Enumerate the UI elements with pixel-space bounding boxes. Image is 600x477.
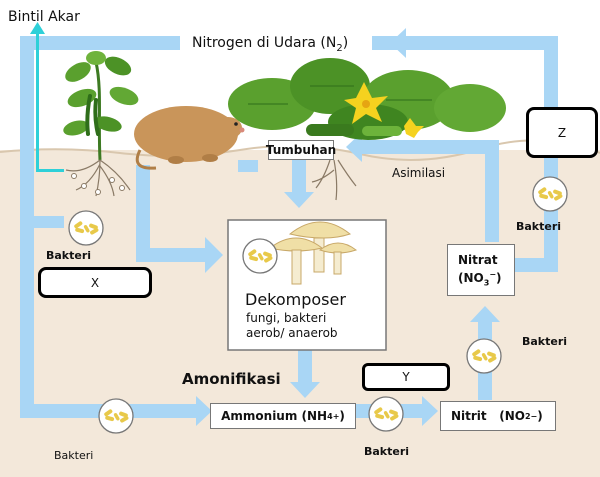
ammonium-close: ) <box>339 409 345 423</box>
nitrat-subscript: 3 <box>483 278 490 288</box>
mole-illustration <box>134 106 245 170</box>
nitrogen-air-label: Nitrogen di Udara (N2) <box>186 35 355 54</box>
nitrit-text: Nitrit <box>451 409 487 423</box>
root-nodule-arrow <box>30 22 64 172</box>
nitrat-close: ) <box>496 270 502 285</box>
nitrogen-air-text: Nitrogen di Udara (N <box>192 35 337 51</box>
nitrat-formula: (NO <box>458 270 484 285</box>
nitrit-close: ) <box>537 409 543 423</box>
answer-box-x[interactable]: X <box>38 267 152 298</box>
amonifikasi-label: Amonifikasi <box>182 370 281 388</box>
bacteria-circle-bottom-left <box>98 398 134 434</box>
bacteria-circle-nitrit <box>466 338 502 374</box>
answer-box-z[interactable]: Z <box>526 107 598 158</box>
nitrat-box: Nitrat (NO3−) <box>447 244 515 296</box>
nitrat-formula-line: (NO3−) <box>458 270 502 287</box>
nitrogen-close: ) <box>342 35 349 51</box>
dekomposer-title: Dekomposer <box>245 290 346 309</box>
bakteri-label-left: Bakteri <box>46 249 92 262</box>
bintil-akar-label: Bintil Akar <box>8 9 80 25</box>
bacteria-circle-decomposer <box>242 238 278 274</box>
nitrat-text: Nitrat <box>458 252 498 267</box>
bean-plant-illustration <box>63 51 139 197</box>
nitrit-formula: (NO <box>499 409 525 423</box>
dekomposer-line1: fungi, bakteri <box>246 311 327 325</box>
bakteri-label-bottom-left: Bakteri <box>54 449 94 462</box>
bacteria-circle-bottom-middle <box>368 396 404 432</box>
nitrit-superscript: − <box>530 411 538 421</box>
ammonium-text: Ammonium (NH <box>221 409 328 423</box>
asimilasi-label: Asimilasi <box>392 166 446 180</box>
ammonium-superscript: + <box>332 411 340 421</box>
ammonium-subscript: 4 <box>327 411 333 421</box>
bakteri-label-right: Bakteri <box>516 220 562 233</box>
nitrat-superscript: − <box>489 269 497 279</box>
bacteria-circle-left <box>68 210 104 246</box>
bakteri-label-bottom-middle: Bakteri <box>364 445 410 458</box>
answer-box-y[interactable]: Y <box>362 363 450 391</box>
tumbuhan-box: Tumbuhan <box>266 140 336 160</box>
bakteri-label-nitrit: Bakteri <box>522 335 568 348</box>
bacteria-circle-right <box>532 176 568 212</box>
pumpkin-plant-illustration <box>228 58 506 201</box>
nitrogen-subscript: 2 <box>336 42 343 54</box>
dekomposer-line2: aerob/ anaerob <box>246 326 338 340</box>
nitrit-subscript: 2 <box>524 411 531 421</box>
